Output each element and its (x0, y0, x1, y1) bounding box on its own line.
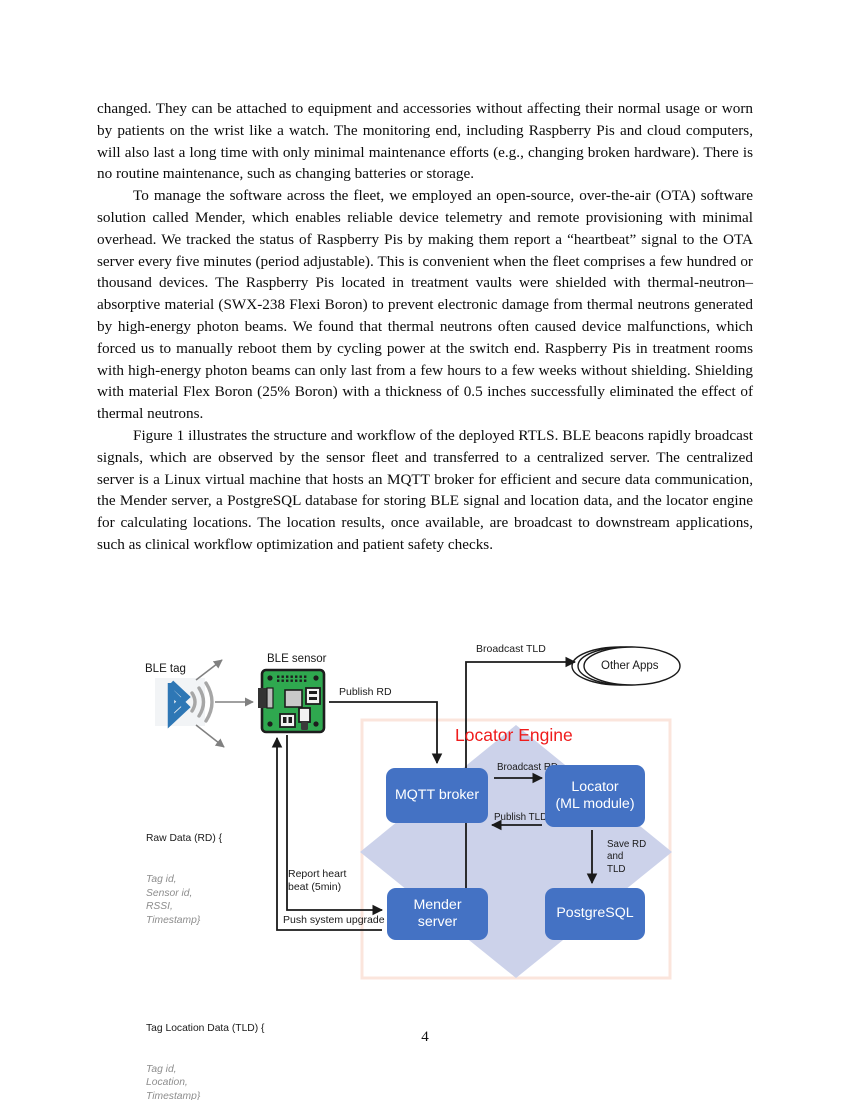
paragraph-1: changed. They can be attached to equipme… (97, 100, 753, 183)
arrow-report-heartbeat (286, 735, 384, 916)
bluetooth-icon (155, 678, 205, 729)
legend-tag-location-fields: Tag id, Location, Timestamp} (146, 1063, 201, 1100)
figure-rtls-architecture: BLE tag BLE sensor Publish RD Broadcast … (0, 620, 850, 1100)
figure-legend: Raw Data (RD) { Tag id, Sensor id, RSSI,… (146, 778, 264, 1100)
label-other-apps: Other Apps (601, 660, 659, 672)
node-locator-ml-module: Locator (ML module) (545, 765, 645, 827)
arrow-publish-rd (329, 701, 443, 765)
legend-raw-data-title: Raw Data (RD) { (146, 833, 223, 845)
legend-tag-location-title: Tag Location Data (TLD) { (146, 1023, 265, 1035)
label-save-rd-and-tld: Save RD and TLD (607, 839, 647, 875)
label-ble-tag: BLE tag (145, 663, 186, 675)
signal-waves-icon (190, 681, 214, 723)
raspberry-pi-icon (258, 668, 326, 734)
legend-raw-data-fields: Tag id, Sensor id, RSSI, Timestamp} (146, 874, 201, 926)
label-report-heart-beat: Report heart beat (5min) (288, 868, 347, 894)
page-number: 4 (421, 1029, 429, 1045)
paragraph-3: Figure 1 illustrates the structure and w… (97, 426, 753, 553)
body-text: changed. They can be attached to equipme… (97, 98, 753, 556)
node-mender-server: Mender server (387, 888, 488, 940)
paragraph-2: To manage the software across the fleet,… (97, 187, 753, 423)
label-locator-engine: Locator Engine (455, 725, 573, 745)
tag-arrow-down (195, 724, 225, 748)
label-broadcast-tld: Broadcast TLD (476, 643, 546, 655)
arrow-push-system-upgrade (271, 736, 382, 931)
label-publish-rd: Publish RD (339, 686, 392, 698)
arrow-broadcast-tld (465, 656, 577, 920)
label-publish-tld: Publish TLD (494, 812, 548, 823)
label-push-system-upgrade: Push system upgrade (283, 914, 385, 926)
legend-raw-data: Raw Data (RD) { Tag id, Sensor id, RSSI,… (146, 805, 264, 955)
node-mqtt-broker: MQTT broker (386, 768, 488, 823)
tag-arrow-up (195, 659, 223, 681)
node-postgresql: PostgreSQL (545, 888, 645, 940)
label-ble-sensor: BLE sensor (267, 653, 327, 665)
other-apps-shape (571, 646, 681, 686)
legend-tag-location-data: Tag Location Data (TLD) { Tag id, Locati… (146, 995, 264, 1100)
